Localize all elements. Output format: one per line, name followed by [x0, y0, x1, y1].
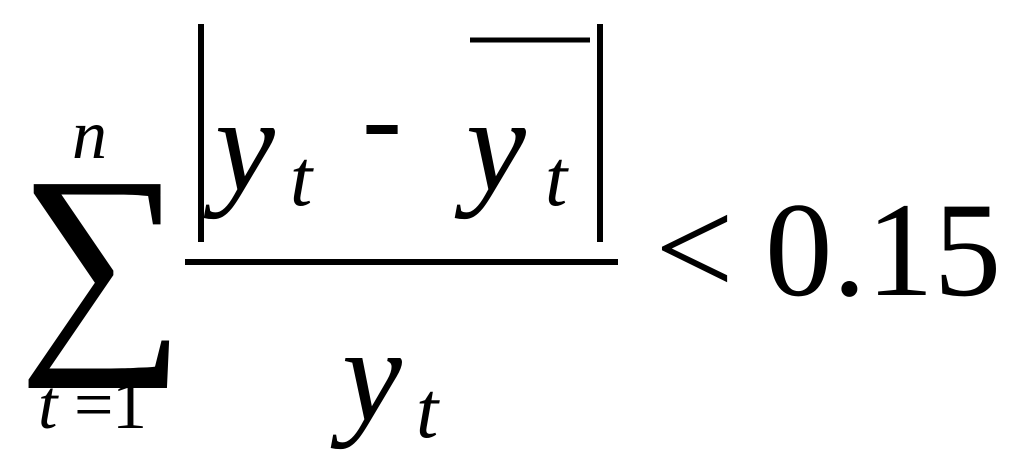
lower-limit-value: 1	[112, 367, 147, 444]
threshold-value: 0.15	[765, 176, 1001, 325]
numerator-bar-subscript-t: t	[545, 135, 569, 223]
summation-symbol: ∑	[18, 129, 186, 389]
lower-limit-variable: t	[38, 367, 59, 444]
upper-limit: n	[72, 97, 107, 174]
denominator-y: y	[330, 301, 402, 450]
numerator-subscript-t: t	[290, 135, 314, 223]
less-than-sign: <	[655, 171, 734, 326]
denominator-subscript-t: t	[416, 367, 440, 455]
numerator-y-bar: y	[454, 71, 526, 220]
numerator-y: y	[203, 71, 275, 220]
lower-limit-equals: =	[74, 367, 113, 444]
numerator-minus: -	[362, 51, 402, 184]
